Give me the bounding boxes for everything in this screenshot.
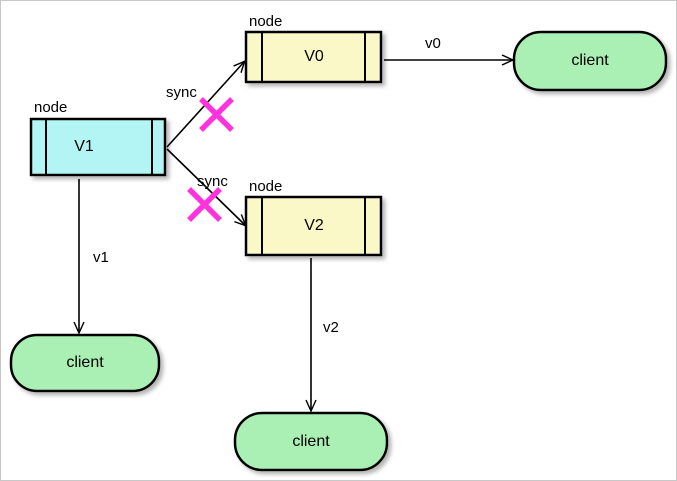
node-v1[interactable] bbox=[29, 117, 167, 177]
client-label-v1: client bbox=[66, 354, 104, 371]
edge-label-sync-lower: sync bbox=[197, 173, 228, 190]
edge-v1-to-v2 bbox=[166, 148, 247, 227]
edge-label-v0: v0 bbox=[425, 35, 441, 52]
node-v0-caption: node bbox=[249, 13, 283, 30]
sync-blocked-cross-icon-lower bbox=[187, 187, 222, 222]
sync-blocked-cross-icon-upper bbox=[199, 97, 234, 132]
node-v0-dividers bbox=[261, 32, 366, 82]
node-v0[interactable] bbox=[244, 30, 383, 84]
node-v1-caption: node bbox=[34, 99, 68, 116]
client-box-v1[interactable] bbox=[9, 333, 161, 393]
client-box-v2[interactable] bbox=[233, 411, 389, 472]
edge-label-sync-upper: sync bbox=[166, 84, 197, 101]
node-v2[interactable] bbox=[244, 195, 383, 257]
node-v1-label: V1 bbox=[74, 138, 94, 155]
node-v2-dividers bbox=[261, 197, 366, 255]
client-label-v0: client bbox=[571, 52, 609, 69]
client-label-v2: client bbox=[292, 433, 330, 450]
node-v0-label: V0 bbox=[304, 48, 324, 65]
node-v2-label: V2 bbox=[304, 217, 324, 234]
edge-label-v2: v2 bbox=[323, 319, 339, 336]
edge-label-v1: v1 bbox=[93, 249, 109, 266]
node-v1-dividers bbox=[45, 119, 153, 175]
node-v2-caption: node bbox=[249, 178, 283, 195]
